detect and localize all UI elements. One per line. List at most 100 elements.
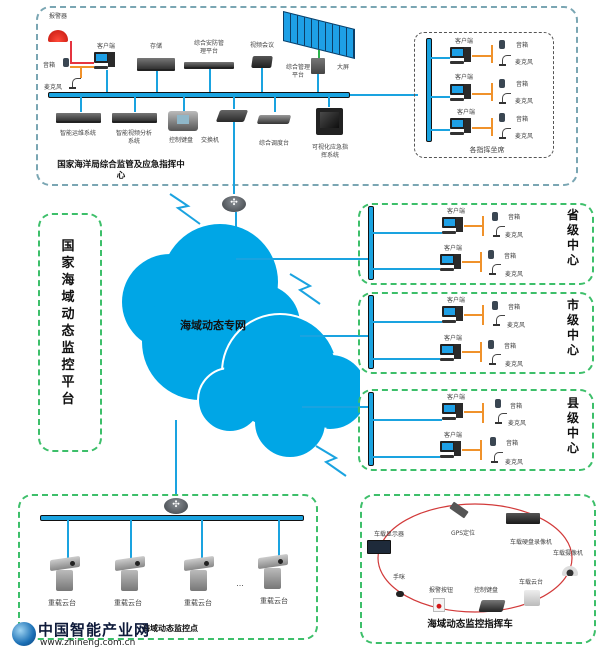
mgmt-platform-link (317, 74, 319, 92)
speaker-icon (488, 250, 494, 259)
ptz-camera-label: 重载云台 (184, 599, 212, 607)
pc-kb-part (450, 132, 464, 135)
client-cable-v (482, 305, 484, 325)
control-keyboard-label: 控制键盘 (168, 137, 193, 144)
mic-icon (493, 315, 505, 326)
client-cable (464, 411, 482, 413)
pc-mon-part (440, 441, 455, 452)
seat-cable (472, 55, 492, 57)
speaker-icon (63, 58, 69, 67)
big-screen-label: 大屏 (336, 64, 349, 71)
pc-kb-part (440, 358, 454, 361)
client-link (106, 70, 108, 92)
mic-label: 麦克风 (504, 232, 523, 239)
mic-label: 麦克风 (504, 361, 523, 368)
monitoring-points-box (18, 494, 318, 640)
link-provincial (236, 258, 370, 260)
watermark-logo-icon (12, 622, 36, 646)
pc-mon-part (442, 403, 457, 414)
seat-cable-v (491, 83, 493, 101)
mic-icon (491, 452, 503, 463)
ops-system-label: 智能运维系统 (60, 130, 97, 137)
county-center-title: 县级中心 (566, 396, 579, 455)
alarm-cable-h (70, 62, 94, 64)
pc-tower-part (454, 254, 461, 269)
edge-router-icon: ✣ (164, 498, 188, 514)
monitoring-bus (40, 515, 304, 521)
seat-cable-v (491, 118, 493, 136)
city-center-box (358, 292, 594, 374)
vehicle-ptz-icon (524, 590, 540, 606)
pc-kb-part (442, 417, 456, 420)
camera-link (130, 520, 132, 560)
alarm-label: 报警器 (48, 13, 67, 20)
national-center-bus (48, 92, 350, 98)
client-pc-icon (442, 403, 464, 421)
mic-icon (489, 264, 501, 275)
client-label: 客户端 (443, 245, 462, 252)
video-conference-link (261, 68, 263, 92)
mic-label: 麦克风 (504, 271, 523, 278)
storage-icon (137, 58, 175, 71)
keyboard-link (183, 97, 185, 111)
pc-tower-part (456, 306, 463, 321)
pc-kb-part (440, 268, 454, 271)
private-network-cloud (122, 224, 360, 459)
ptz-camera-icon (184, 555, 214, 592)
seat-speaker-label: 音箱 (515, 42, 528, 49)
client-link (373, 268, 440, 270)
client-pc-icon (440, 441, 462, 459)
pc-mon-part (440, 344, 455, 355)
seat-mic-icon (499, 128, 511, 139)
client-cable-v (480, 440, 482, 460)
control-keyboard-screen (177, 115, 189, 124)
seat-client-label: 客户端 (454, 38, 473, 45)
pc-mon-part (450, 47, 465, 58)
pc-tower-part (464, 47, 471, 62)
speaker-icon (490, 437, 496, 446)
seat-mic-icon (499, 93, 511, 104)
pc-mon-part (450, 84, 465, 95)
client-pc-icon (440, 344, 462, 362)
ptz-camera-label: 重载云台 (114, 599, 142, 607)
camera-link (278, 520, 280, 556)
speaker-label: 音箱 (503, 343, 516, 350)
seat-speaker-label: 音箱 (515, 116, 528, 123)
more-cameras-ellipsis: ... (236, 579, 244, 588)
mgmt-platform-label: 综合管理平台 (285, 64, 310, 79)
seat-speaker-icon (499, 40, 505, 49)
ptz-camera-label: 重载云台 (48, 599, 76, 607)
alarm-button-icon (433, 598, 445, 612)
seat-pc-icon (450, 47, 472, 65)
seat-link (431, 96, 450, 98)
client-link (373, 419, 442, 421)
watermark-brand: 中国智能产业网 (38, 621, 151, 639)
provincial-center-title: 省级中心 (566, 208, 579, 267)
link-monitoring (175, 420, 177, 496)
core-router-icon: ✣ (222, 196, 246, 212)
vehicle-dvr-label: 车载硬盘录像机 (509, 539, 552, 546)
client-link (373, 456, 440, 458)
seat-link (431, 57, 450, 59)
security-platform-link (209, 69, 211, 92)
client-label: 客户端 (446, 297, 465, 304)
camera-link (67, 520, 69, 560)
visual-emergency-label: 可视化应急指挥系统 (311, 144, 348, 159)
county-center-box (358, 389, 594, 471)
client-cable-v (480, 252, 482, 272)
mic-label: 麦克风 (507, 420, 526, 427)
bus-link-to-seats (350, 94, 418, 96)
client-link (373, 321, 442, 323)
switch-link (233, 97, 235, 109)
console-link (274, 97, 276, 112)
speaker-icon (492, 212, 498, 221)
storage-link (156, 71, 158, 92)
command-seats-title: 各指挥坐席 (469, 146, 505, 154)
client-cable (462, 261, 480, 263)
seat-pc-icon (450, 84, 472, 102)
ops-link (80, 97, 82, 112)
platform-title: 国家海域动态监控平台 (61, 239, 75, 407)
seat-mic-label: 麦克风 (514, 98, 533, 105)
pc-tower-part (464, 84, 471, 99)
platform-label-box (38, 213, 102, 452)
